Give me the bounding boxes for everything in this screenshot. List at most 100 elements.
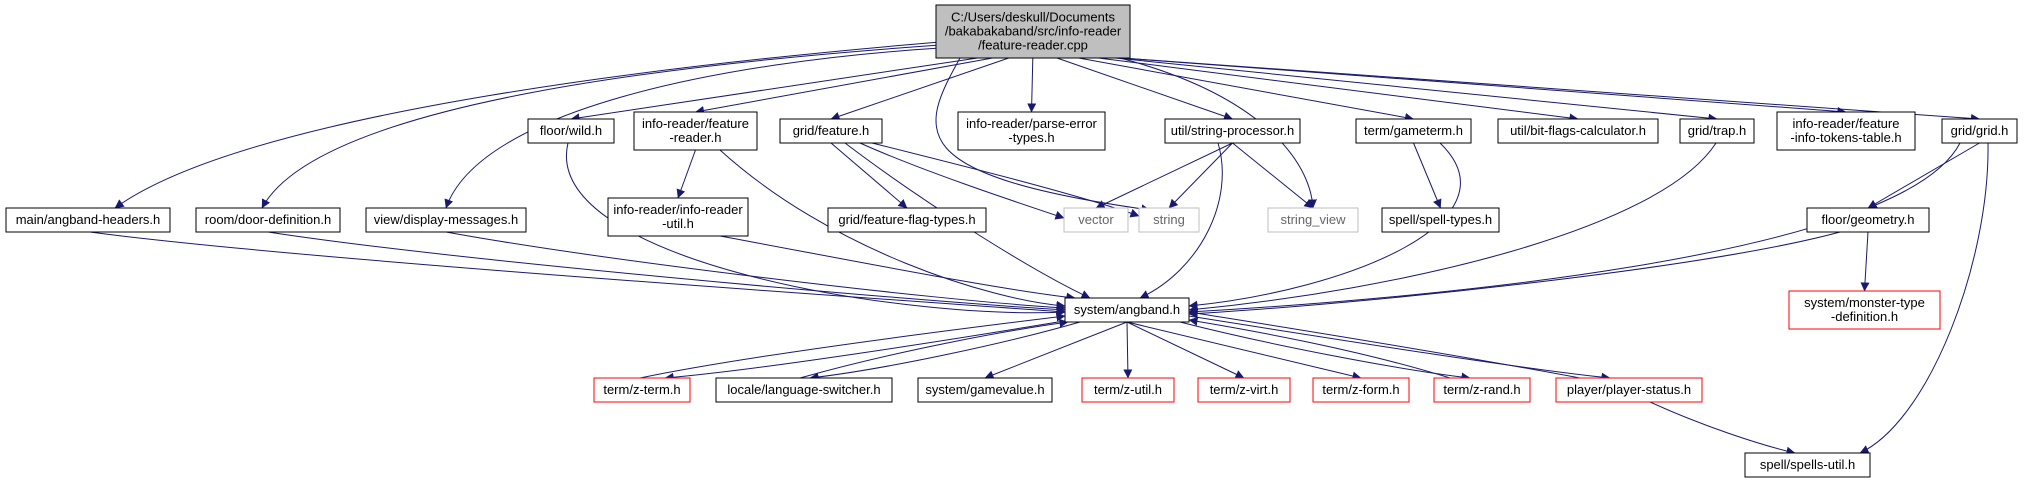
node-system-gamevalue[interactable]: system/gamevalue.h: [917, 377, 1053, 403]
node-label: -info-tokens-table.h: [1790, 130, 1901, 145]
node-term-z-virt[interactable]: term/z-virt.h: [1197, 377, 1291, 403]
node-grid-feature[interactable]: grid/feature.h: [779, 118, 883, 144]
edge-floor-geometry-to-system-angband: [1188, 231, 1841, 319]
edge-view-display-messages-to-system-angband: [445, 231, 1066, 312]
node-box: [957, 111, 1106, 151]
edge-util-string-processor-to-string: [1168, 142, 1233, 209]
node-box: [1081, 377, 1175, 403]
node-box: [1064, 297, 1190, 323]
node-info-reader-parse-error-types[interactable]: info-reader/parse-error-types.h: [957, 111, 1106, 151]
edge-grid-trap-to-system-angband: [1188, 142, 1717, 314]
edge-grid-feature-to-string: [871, 142, 1140, 218]
node-box: [1744, 452, 1871, 478]
node-box: [917, 377, 1053, 403]
node-main-angband-headers[interactable]: main/angband-headers.h: [5, 207, 171, 233]
node-system-monster-type-definition[interactable]: system/monster-type-definition.h: [1788, 290, 1941, 330]
node-label: spell/spells-util.h: [1760, 457, 1855, 472]
edge-player-player-status-to-system-angband: [1188, 308, 1581, 379]
node-box: [633, 111, 758, 151]
node-term-z-util[interactable]: term/z-util.h: [1081, 377, 1175, 403]
node-spell-spells-util[interactable]: spell/spells-util.h: [1744, 452, 1871, 478]
edges-layer: [89, 41, 1989, 456]
node-term-gameterm[interactable]: term/gameterm.h: [1355, 118, 1472, 144]
node-box: [1788, 290, 1941, 330]
edge-info-reader-info-reader-util-to-system-angband: [719, 235, 1076, 302]
edge-system-angband-to-term-z-form: [1126, 321, 1362, 381]
node-util-string-processor[interactable]: util/string-processor.h: [1164, 118, 1301, 144]
edge-main-angband-headers-to-system-angband: [89, 231, 1066, 316]
node-label: spell/spell-types.h: [1389, 212, 1492, 227]
node-info-reader-feature-info-tokens-table[interactable]: info-reader/feature-info-tokens-table.h: [1776, 111, 1916, 151]
node-room-door-definition[interactable]: room/door-definition.h: [195, 207, 341, 233]
edge-term-z-term-to-system-angband: [639, 312, 1066, 379]
node-string: string: [1138, 207, 1200, 233]
node-grid-trap[interactable]: grid/trap.h: [1679, 118, 1755, 144]
node-label: info-reader/info-reader: [613, 202, 743, 217]
edge-root-to-room-door-definition: [261, 44, 941, 209]
node-box: [607, 197, 749, 237]
node-box: [1267, 207, 1359, 233]
edge-root-to-grid-feature: [830, 57, 1009, 121]
edge-player-player-status-to-spell-spells-util: [1649, 401, 1796, 456]
edge-locale-language-switcher-to-system-angband: [799, 318, 1069, 379]
node-info-reader-feature-reader[interactable]: info-reader/feature-reader.h: [633, 111, 758, 151]
edge-grid-feature-to-vector: [859, 142, 1065, 220]
nodes-layer: C:/Users/deskull/Documents/bakabakaband/…: [5, 4, 2018, 478]
node-spell-spell-types[interactable]: spell/spell-types.h: [1381, 207, 1500, 233]
edge-root-to-grid-trap: [1115, 57, 1718, 123]
node-label: term/gameterm.h: [1364, 123, 1463, 138]
node-box: [365, 207, 527, 233]
node-box: [1806, 207, 1930, 233]
edge-term-z-rand-to-system-angband: [1188, 316, 1451, 379]
node-label: vector: [1078, 212, 1114, 227]
node-grid-feature-flag-types[interactable]: grid/feature-flag-types.h: [827, 207, 987, 233]
edge-system-angband-to-player-player-status: [1188, 315, 1611, 382]
node-term-z-form[interactable]: term/z-form.h: [1312, 377, 1410, 403]
node-label: system/gamevalue.h: [925, 382, 1044, 397]
node-label: grid/feature-flag-types.h: [838, 212, 975, 227]
node-view-display-messages[interactable]: view/display-messages.h: [365, 207, 527, 233]
edge-info-reader-feature-reader-to-system-angband: [719, 149, 1066, 310]
node-player-player-status[interactable]: player/player-status.h: [1555, 377, 1703, 403]
node-box: [779, 118, 883, 144]
node-box: [5, 207, 171, 233]
node-label: C:/Users/deskull/Documents: [951, 10, 1115, 25]
node-grid-grid[interactable]: grid/grid.h: [1941, 118, 2018, 144]
edge-grid-feature-to-grid-feature-flag-types: [830, 142, 908, 209]
edge-system-angband-to-system-gamevalue: [984, 321, 1128, 380]
node-label: string_view: [1280, 212, 1346, 227]
node-info-reader-info-reader-util[interactable]: info-reader/info-reader-util.h: [607, 197, 749, 237]
node-label: -definition.h: [1831, 309, 1898, 324]
node-floor-wild[interactable]: floor/wild.h: [527, 118, 615, 144]
node-label: util/string-processor.h: [1171, 123, 1295, 138]
node-label: main/angband-headers.h: [16, 212, 161, 227]
node-term-z-rand[interactable]: term/z-rand.h: [1433, 377, 1531, 403]
node-box: [1063, 207, 1129, 233]
node-label: term/z-term.h: [603, 382, 680, 397]
edge-root-to-info-reader-parse-error-types: [1027, 57, 1037, 113]
edge-root-to-grid-grid: [1121, 57, 1980, 123]
node-box: [935, 4, 1131, 59]
node-locale-language-switcher[interactable]: locale/language-switcher.h: [715, 377, 893, 403]
edge-util-string-processor-to-vector: [1095, 142, 1233, 209]
edge-floor-geometry-to-system-monster-type-definition: [1860, 231, 1870, 292]
node-util-bit-flags-calculator[interactable]: util/bit-flags-calculator.h: [1497, 118, 1659, 144]
node-box: [715, 377, 893, 403]
node-system-angband[interactable]: system/angband.h: [1064, 297, 1190, 323]
node-box: [527, 118, 615, 144]
node-root[interactable]: C:/Users/deskull/Documents/bakabakaband/…: [935, 4, 1131, 59]
edge-root-to-main-angband-headers: [114, 41, 941, 209]
node-label: term/z-form.h: [1322, 382, 1399, 397]
node-label: term/z-rand.h: [1443, 382, 1520, 397]
node-label: -util.h: [662, 216, 694, 231]
node-box: [1555, 377, 1703, 403]
edge-root-to-info-reader-feature-reader: [695, 57, 993, 115]
node-box: [1355, 118, 1472, 144]
node-term-z-term[interactable]: term/z-term.h: [593, 377, 691, 403]
node-string_view: string_view: [1267, 207, 1359, 233]
node-floor-geometry[interactable]: floor/geometry.h: [1806, 207, 1930, 233]
edge-grid-grid-to-spell-spells-util: [1859, 142, 1989, 454]
edge-root-to-view-display-messages: [444, 47, 941, 209]
node-label: info-reader/parse-error: [966, 116, 1097, 131]
edge-term-gameterm-to-spell-spell-types: [1413, 142, 1442, 209]
